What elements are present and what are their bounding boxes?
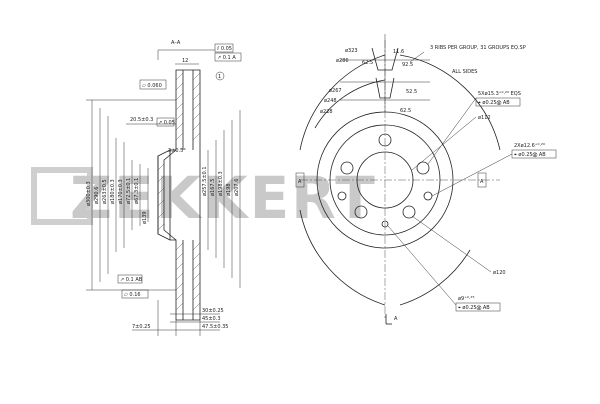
all-sides-note: ALL SIDES xyxy=(452,69,477,75)
bolt-hole xyxy=(378,133,392,147)
radius-4: ø228 xyxy=(320,109,333,115)
section-mark: A xyxy=(394,316,398,322)
bolt-hole xyxy=(416,161,430,175)
hub-callout: 2Xø12.6⁺⁰·²⁰ xyxy=(514,143,545,149)
pin-hole xyxy=(381,220,389,228)
hub-tol: ⌖ ø0.25Ⓜ AB xyxy=(514,152,546,158)
bolt-tol: ⌖ ø0.25Ⓜ AB xyxy=(478,100,510,106)
angle-dim: 3±0.5° xyxy=(168,148,186,154)
dia-left-7: ø139 xyxy=(142,211,148,224)
center-dia: ø112 xyxy=(478,115,491,121)
bolt-hole xyxy=(340,161,354,175)
ring-mid xyxy=(329,124,441,236)
bolt-tol-box xyxy=(475,97,521,107)
dia-left-5: ø72.5±0.1 xyxy=(126,178,132,204)
section-view: A–A ⫽ 0.05 ↗ 0.1 A 12 ⏥ 0.060 1 xyxy=(86,40,242,336)
right-diameter-labels: ø257.5±0.1 ø167.5 ø198±0.3 ø198 ø207.6 xyxy=(202,166,240,196)
tol-runout-mid: ↗ 0.1 AB xyxy=(120,277,143,283)
rib-detail xyxy=(340,34,430,112)
bolt-callout: 5Xø15.3⁺⁰·²⁰ EQS xyxy=(478,91,521,97)
tol-parallel: ⫽ 0.05 xyxy=(216,46,232,52)
dim-bottom-3: 7±0.25 xyxy=(132,324,151,330)
radius-0: ø323 xyxy=(345,48,358,54)
section-mark: A xyxy=(298,179,302,185)
front-view: 3 RIBS PER GROUP, 31 GROUPS EQ.SP ALL SI… xyxy=(295,34,557,325)
watermark: ZEKKERT xyxy=(31,164,377,232)
dia-left-4: ø170±0.3 xyxy=(118,179,124,204)
outer-arc-top xyxy=(299,54,386,151)
dia-right-0: ø257.5±0.1 xyxy=(202,166,208,196)
tol-box-runout-top xyxy=(214,52,242,62)
dim-bottom-2: 47.5±0.35 xyxy=(202,324,228,330)
radius-3: ø248 xyxy=(324,98,337,104)
angle-dim-3: 52.5 xyxy=(406,89,417,95)
disc-profile xyxy=(157,69,201,321)
hub-tol-box xyxy=(156,117,175,127)
flat-callout: ⏥ 0.060 xyxy=(142,83,162,89)
pin-tol: ⌖ ø0.25Ⓜ AB xyxy=(458,305,490,311)
ribs-note: 3 RIBS PER GROUP, 31 GROUPS EQ.SP xyxy=(430,45,526,51)
dia-left-1: ø290.6 xyxy=(94,187,100,204)
angle-dim-1: 62.5 xyxy=(362,60,373,66)
angle-dim-0: 11.6 xyxy=(393,49,404,55)
dim-bottom-0: 30±0.25 xyxy=(202,308,224,314)
dia-right-1: ø167.5 xyxy=(210,179,216,196)
flat-callout-box xyxy=(139,79,167,90)
bcd: ø120 xyxy=(493,270,506,276)
dia-left-6: ø67.3±0.1 xyxy=(134,178,140,204)
bolt-hole xyxy=(402,205,416,219)
dia-right-3: ø198 xyxy=(226,183,232,196)
tol-box-runout-mid xyxy=(117,274,143,284)
circle-callout-marker xyxy=(215,71,225,81)
watermark-text: ZEKKERT xyxy=(70,164,377,232)
dia-left-2: ø263±0.5 xyxy=(102,179,108,204)
left-diameter-labels: ø300±0.3 ø290.6 ø263±0.5 ø180±0.3 ø170±0… xyxy=(86,178,148,224)
hub-tol: ↗ 0.05 xyxy=(158,120,175,126)
section-marks: A A A xyxy=(295,172,487,325)
center-bore xyxy=(356,151,414,209)
tol-box-flat-bottom xyxy=(121,289,149,299)
dia-right-2: ø198±0.3 xyxy=(218,171,224,196)
pin-hole xyxy=(337,191,347,201)
hub-offset: 20.5±0.3 xyxy=(130,117,153,123)
tol-runout-top: ↗ 0.1 A xyxy=(217,55,236,61)
pin-callout: ø9⁺⁰·²⁵ xyxy=(458,296,474,302)
pin-tol-box xyxy=(455,302,501,312)
section-mark: A xyxy=(480,179,484,185)
tol-flat-bottom: ⏥ 0.16 xyxy=(124,292,141,298)
dia-left-3: ø180±0.3 xyxy=(110,179,116,204)
pin-hole xyxy=(423,191,433,201)
radius-1: ø286 xyxy=(336,58,349,64)
radius-2: ø267 xyxy=(329,88,342,94)
dim-bottom-1: 45±0.3 xyxy=(202,316,221,322)
top-dim: 12 xyxy=(182,58,188,64)
circle-callout: 1 xyxy=(218,74,221,80)
bolt-hole xyxy=(354,205,368,219)
dia-right-4: ø207.6 xyxy=(234,179,240,196)
outer-arc-bottom xyxy=(299,209,386,306)
tol-box-parallel xyxy=(214,43,234,53)
dia-left-0: ø300±0.3 xyxy=(86,181,92,206)
angle-dim-2: 92.5 xyxy=(402,62,413,68)
section-label: A–A xyxy=(171,40,181,46)
angle-dim-4: 62.5 xyxy=(400,108,411,114)
